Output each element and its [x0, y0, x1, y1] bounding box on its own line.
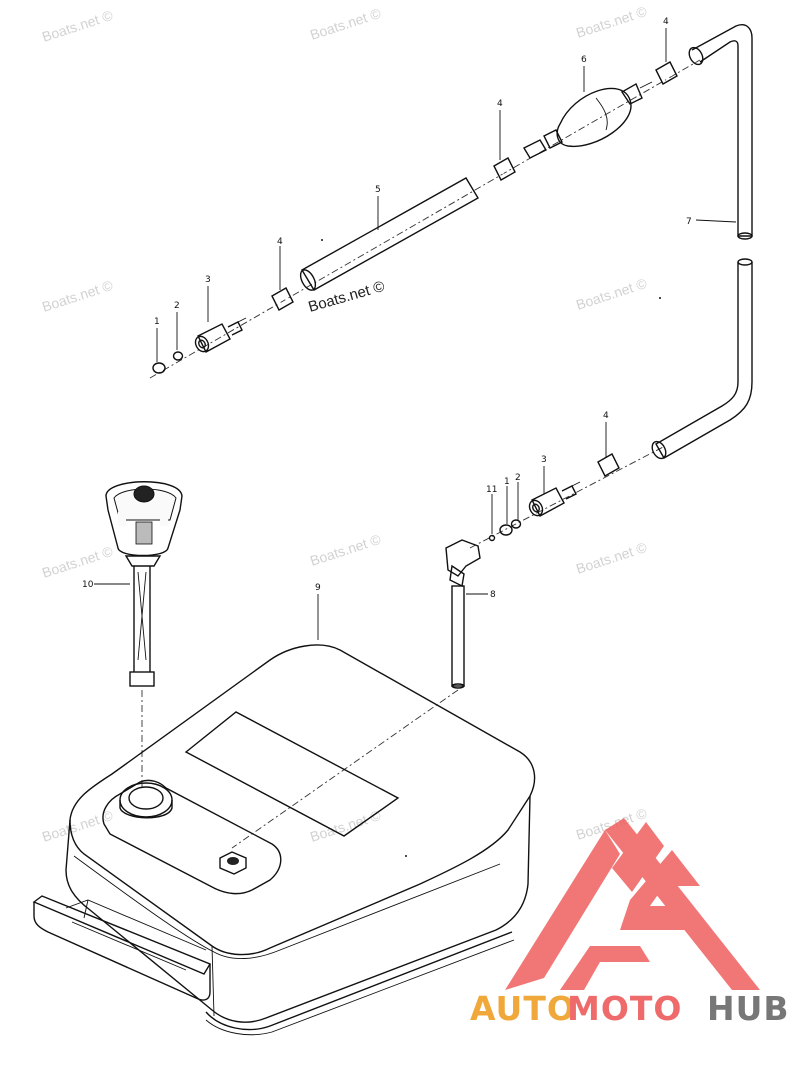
callout-9: 9	[315, 583, 321, 593]
hose-bent-lower	[651, 258, 753, 460]
fuel-gauge	[105, 481, 183, 687]
callout-3-upper: 3	[205, 275, 211, 285]
watermark-inline: Boats.net ©	[306, 278, 386, 316]
callout-2-lower: 2	[515, 473, 521, 483]
connector-upper	[194, 317, 247, 353]
primer-bulb	[523, 81, 653, 159]
seal-small	[488, 534, 496, 542]
o-ring-upper	[152, 362, 166, 374]
speck	[659, 297, 661, 299]
watermark: Boats.net ©	[574, 3, 649, 41]
elbow-pickup-tube	[445, 539, 481, 689]
callout-3-lower: 3	[541, 455, 547, 465]
o-ring-lower	[499, 524, 513, 536]
callout-1-upper: 1	[154, 317, 160, 327]
washer-lower	[510, 519, 522, 529]
callout-1-lower: 1	[504, 477, 510, 487]
callout-labels: 1 2 3 4 5 4 6 4 7 4 3 2 1 11 8 9 10	[82, 17, 692, 600]
watermark: Boats.net ©	[40, 277, 115, 315]
logo-mark	[505, 818, 760, 990]
hose-straight	[299, 177, 479, 291]
callout-6: 6	[581, 55, 587, 65]
callout-4-a: 4	[277, 237, 283, 247]
tube-centerline	[231, 689, 459, 849]
brand-auto: AUTO	[470, 989, 576, 1028]
callout-10: 10	[82, 580, 94, 590]
brand-logo: AUTO MOTO HUB	[470, 818, 790, 1028]
connector-lower	[528, 481, 581, 517]
brand-hub: HUB	[707, 989, 790, 1028]
watermark: Boats.net ©	[574, 275, 649, 313]
callout-11: 11	[486, 485, 497, 495]
clamp-a	[271, 287, 294, 311]
watermark: Boats.net ©	[308, 5, 383, 43]
callout-7: 7	[686, 217, 692, 227]
watermark: Boats.net ©	[308, 531, 383, 569]
callout-2-upper: 2	[174, 301, 180, 311]
speck	[405, 855, 407, 857]
speck	[321, 239, 323, 241]
callout-4-d: 4	[603, 411, 609, 421]
watermark: Boats.net ©	[308, 807, 383, 845]
watermark: Boats.net ©	[40, 543, 115, 581]
tank-handle	[32, 895, 212, 1001]
lower-centerline	[469, 445, 666, 549]
upper-centerline	[149, 59, 701, 379]
hose-bent-upper	[688, 24, 753, 240]
callout-4-c: 4	[663, 17, 669, 27]
clamp-c	[655, 61, 678, 85]
fuel-tank	[65, 644, 536, 1036]
watermark: Boats.net ©	[574, 539, 649, 577]
callout-8: 8	[490, 590, 496, 600]
washer-upper	[172, 351, 184, 361]
watermark: Boats.net ©	[40, 7, 115, 45]
brand-moto: MOTO	[567, 989, 682, 1028]
callout-4-b: 4	[497, 99, 503, 109]
leader-lines	[94, 28, 737, 640]
callout-5: 5	[375, 185, 381, 195]
clamp-d	[597, 453, 620, 477]
clamp-b	[493, 157, 516, 181]
